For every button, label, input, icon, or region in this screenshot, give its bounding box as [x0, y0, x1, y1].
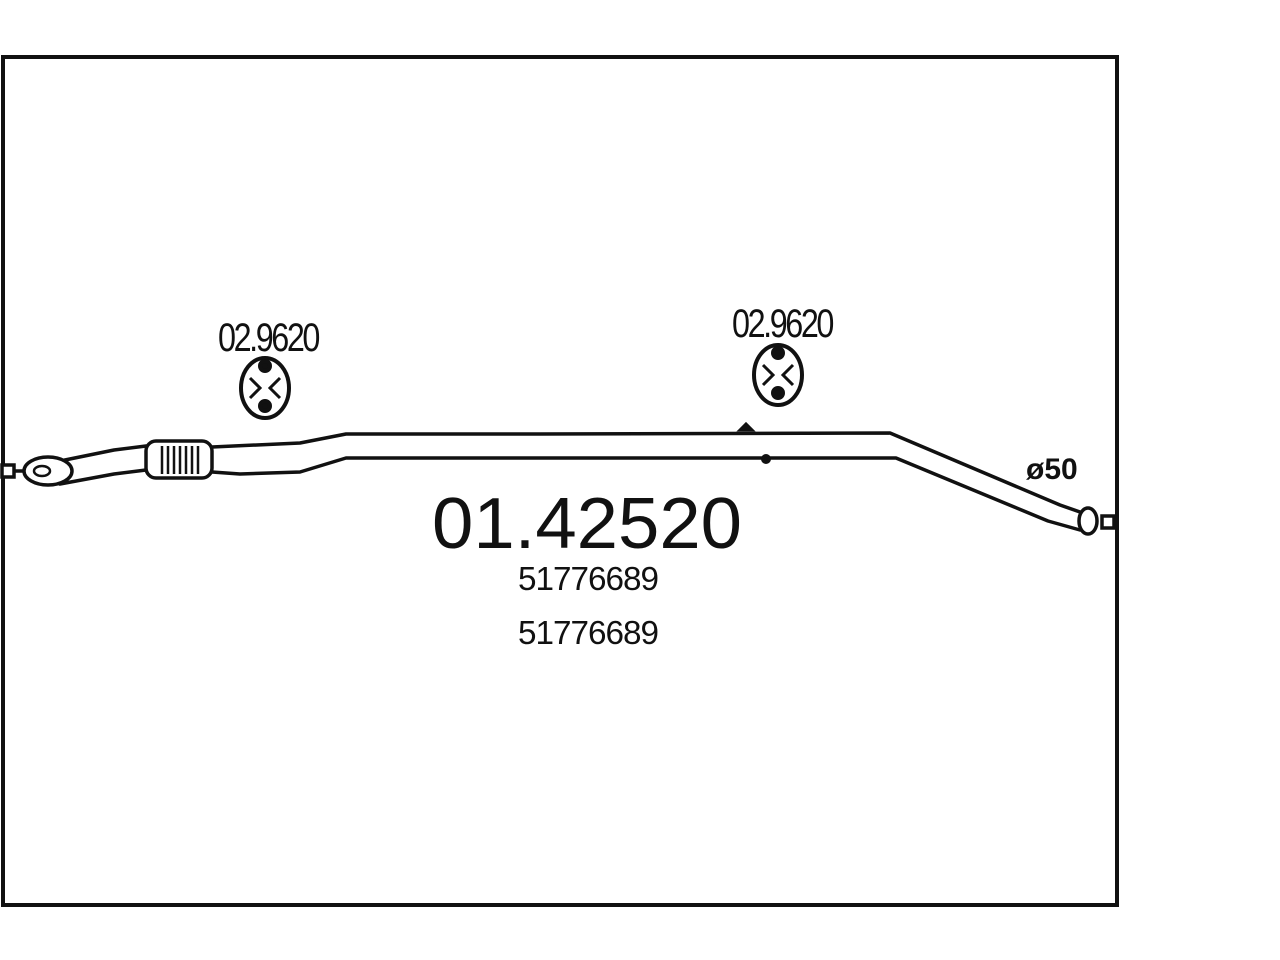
pipe-brackets — [736, 421, 771, 464]
part-number: 01.42520 — [432, 484, 742, 564]
rubber-hanger-1 — [239, 356, 291, 420]
exhaust-pipe — [58, 431, 1082, 532]
hanger-1-label: 02.9620 — [218, 316, 319, 360]
inlet-flange — [0, 455, 74, 487]
oe-number-2: 51776689 — [518, 614, 658, 651]
rubber-hanger-2 — [752, 343, 804, 407]
drawing-frame — [1, 55, 1119, 907]
flex-connector — [144, 439, 214, 480]
hanger-2-label: 02.9620 — [732, 302, 833, 346]
diameter-label: ø50 — [1026, 453, 1078, 486]
oe-number-1: 51776689 — [518, 560, 658, 597]
outlet-end — [1077, 506, 1116, 536]
